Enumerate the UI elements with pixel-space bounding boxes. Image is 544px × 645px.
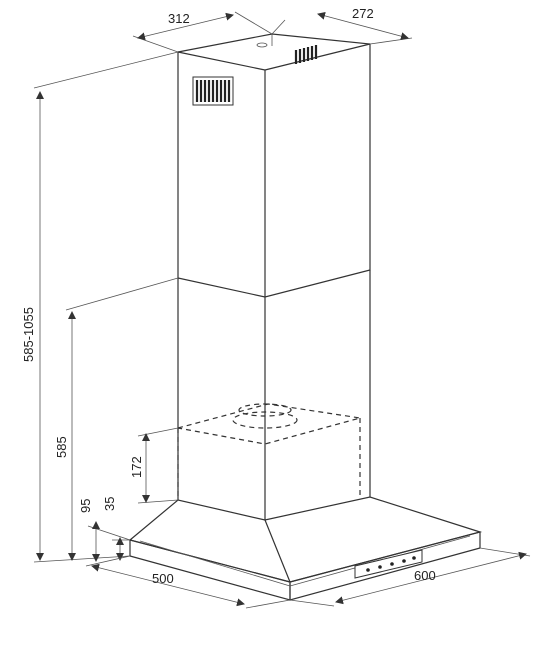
dim-top-depth: 272 xyxy=(271,6,413,45)
dim-label-depth: 500 xyxy=(152,571,174,586)
dim-label-base-height: 35 xyxy=(102,497,117,511)
dim-filter-height: 172 xyxy=(129,427,179,504)
vent-grille-left xyxy=(192,76,234,106)
canopy xyxy=(128,496,483,601)
upper-chimney xyxy=(177,33,371,298)
dim-total-height: 585-1055 xyxy=(21,51,179,563)
dim-label-top-depth: 272 xyxy=(352,6,374,21)
dim-label-total-height: 585-1055 xyxy=(21,307,36,362)
vent-grille-right xyxy=(294,45,318,64)
dim-lower-height: 585 xyxy=(54,277,179,561)
control-panel xyxy=(354,549,423,579)
dim-label-top-width: 312 xyxy=(168,11,190,26)
dim-top-width: 312 xyxy=(132,11,273,53)
dim-label-canopy-height: 95 xyxy=(78,499,93,513)
dim-depth: 500 xyxy=(85,555,291,609)
dim-base-height: 35 xyxy=(102,497,130,561)
dim-label-filter-height: 172 xyxy=(129,456,144,478)
dim-width: 600 xyxy=(289,547,531,607)
filter-box xyxy=(177,403,361,500)
lower-chimney xyxy=(177,270,371,520)
dim-label-lower-height: 585 xyxy=(54,436,69,458)
dim-label-width: 600 xyxy=(414,568,436,583)
